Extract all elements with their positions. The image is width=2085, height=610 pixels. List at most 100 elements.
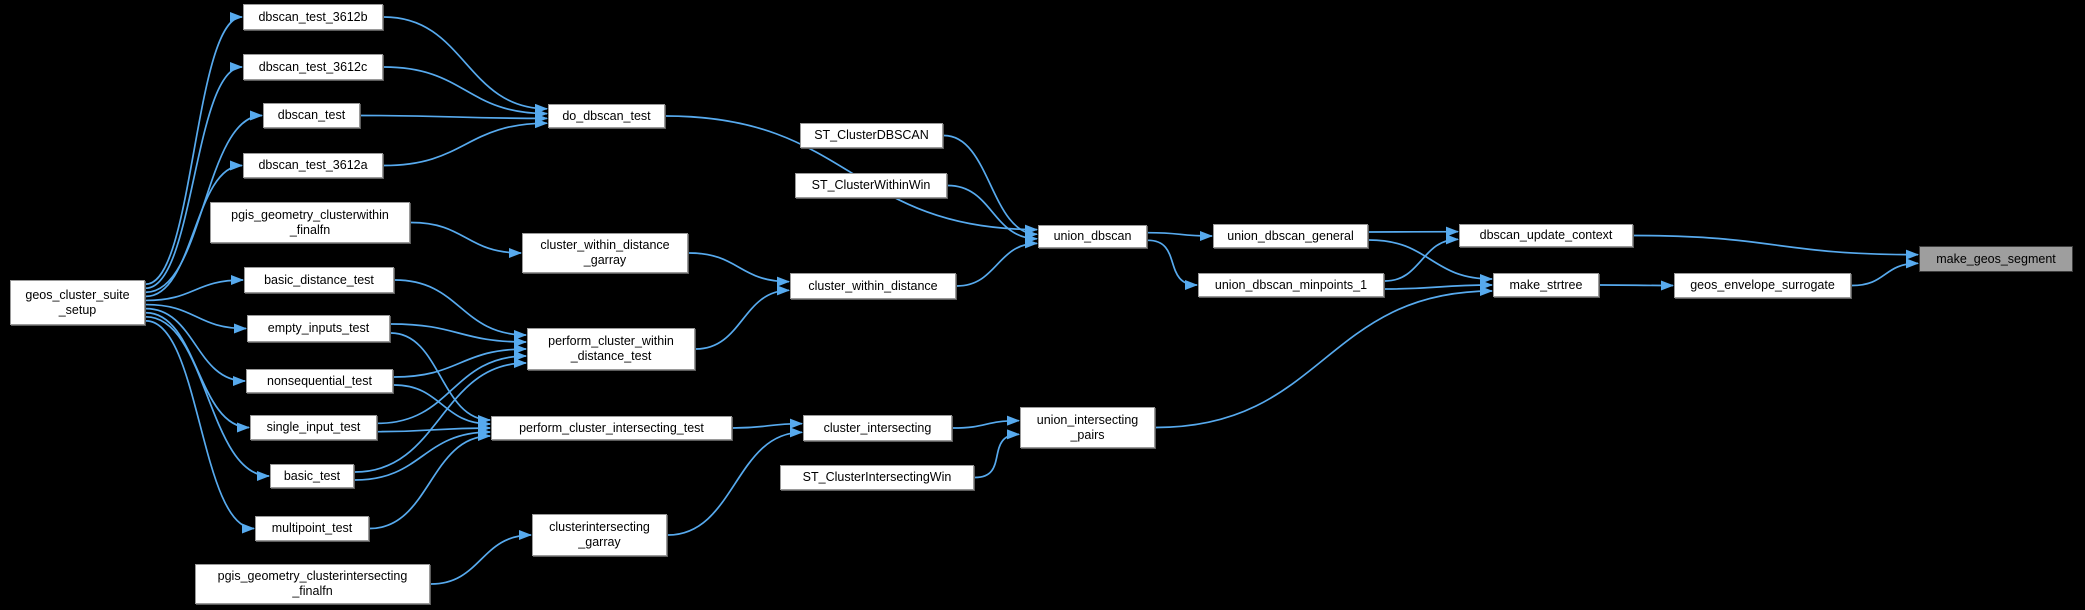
node-make_geos_segment: make_geos_segment (1919, 246, 2073, 272)
node-geos_cluster_suite_setup[interactable]: geos_cluster_suite _setup (10, 280, 145, 325)
node-perform_cluster_intersecting_test[interactable]: perform_cluster_intersecting_test (491, 416, 732, 440)
node-label: cluster_within_distance _garray (540, 238, 670, 267)
node-label: cluster_within_distance (808, 278, 938, 293)
node-label: union_dbscan_minpoints_1 (1214, 277, 1368, 292)
node-label: single_input_test (266, 420, 361, 434)
edge-pgis_geometry_clusterwithin_finalfn-to-cluster_within_distance_garray (410, 221, 522, 258)
node-label: make_geos_segment (1936, 251, 2056, 266)
node-cluster_within_distance[interactable]: cluster_within_distance (790, 273, 956, 299)
node-make_strtree[interactable]: make_strtree (1493, 273, 1599, 297)
edge-union_dbscan-to-union_dbscan_general (1147, 230, 1213, 241)
edge-geos_cluster_suite_setup-to-dbscan_test_3612b (145, 12, 243, 285)
node-basic_test[interactable]: basic_test (270, 464, 354, 488)
node-union_intersecting_pairs[interactable]: union_intersecting _pairs (1020, 407, 1155, 448)
node-perform_cluster_within_distance_test[interactable]: perform_cluster_within _distance_test (527, 328, 695, 370)
node-label: do_dbscan_test (562, 108, 651, 123)
edge-basic_distance_test-to-perform_cluster_within_distance_test (394, 279, 527, 340)
node-empty_inputs_test[interactable]: empty_inputs_test (247, 315, 390, 342)
edge-union_dbscan_general-to-make_strtree (1368, 239, 1493, 284)
edge-nonsequential_test-to-perform_cluster_intersecting_test (393, 384, 491, 429)
edge-union_dbscan-to-union_dbscan_minpoints_1 (1147, 239, 1198, 290)
node-label: clusterintersecting _garray (549, 520, 650, 549)
edge-cluster_intersecting-to-union_intersecting_pairs (952, 415, 1020, 429)
node-label: union_dbscan_general (1227, 228, 1354, 243)
edge-geos_cluster_suite_setup-to-dbscan_test_3612c (145, 62, 243, 290)
edge-ST_ClusterIntersectingWin-to-union_intersecting_pairs (974, 429, 1020, 479)
node-label: dbscan_test_3612b (258, 9, 368, 24)
edge-geos_cluster_suite_setup-to-multipoint_test (145, 320, 255, 534)
node-cluster_within_distance_garray[interactable]: cluster_within_distance _garray (522, 233, 688, 273)
node-label: union_dbscan (1053, 229, 1132, 243)
node-cluster_intersecting[interactable]: cluster_intersecting (803, 415, 952, 441)
node-ST_ClusterDBSCAN[interactable]: ST_ClusterDBSCAN (800, 123, 943, 148)
edge-pgis_geometry_clusterintersecting_finalfn-to-clusterintersecting_garray (430, 530, 532, 585)
edge-geos_cluster_suite_setup-to-nonsequential_test (145, 307, 246, 386)
node-union_dbscan[interactable]: union_dbscan (1038, 225, 1147, 248)
edge-perform_cluster_within_distance_test-to-cluster_within_distance (695, 285, 790, 350)
node-label: basic_distance_test (264, 272, 374, 287)
edge-dbscan_test_3612b-to-do_dbscan_test (383, 16, 548, 114)
edge-basic_test-to-perform_cluster_intersecting_test (354, 427, 491, 481)
node-single_input_test[interactable]: single_input_test (250, 415, 377, 440)
node-dbscan_test_3612b[interactable]: dbscan_test_3612b (243, 4, 383, 30)
edge-geos_cluster_suite_setup-to-dbscan_test_3612a (145, 160, 243, 298)
node-do_dbscan_test[interactable]: do_dbscan_test (548, 104, 665, 128)
node-geos_envelope_surrogate[interactable]: geos_envelope_surrogate (1674, 273, 1851, 298)
node-nonsequential_test[interactable]: nonsequential_test (246, 369, 393, 393)
edge-ST_ClusterDBSCAN-to-union_dbscan (943, 134, 1038, 240)
edge-group (145, 12, 1919, 585)
edge-union_intersecting_pairs-to-make_strtree (1155, 286, 1493, 429)
edge-single_input_test-to-perform_cluster_within_distance_test (377, 351, 527, 425)
node-label: empty_inputs_test (267, 321, 370, 335)
edge-clusterintersecting_garray-to-cluster_intersecting (667, 427, 803, 536)
edge-geos_cluster_suite_setup-to-empty_inputs_test (145, 303, 247, 334)
edge-dbscan_test_3612a-to-do_dbscan_test (383, 118, 548, 167)
node-label: geos_cluster_suite _setup (25, 287, 130, 317)
edge-empty_inputs_test-to-perform_cluster_intersecting_test (390, 332, 491, 425)
node-pgis_geometry_clusterintersecting_finalfn[interactable]: pgis_geometry_clusterintersecting _final… (195, 564, 430, 604)
node-label: perform_cluster_within _distance_test (548, 334, 674, 363)
edge-make_strtree-to-geos_envelope_surrogate (1599, 280, 1674, 291)
node-label: ST_ClusterDBSCAN (814, 128, 929, 142)
edge-single_input_test-to-perform_cluster_intersecting_test (377, 423, 491, 434)
node-union_dbscan_general[interactable]: union_dbscan_general (1213, 224, 1368, 248)
node-dbscan_test[interactable]: dbscan_test (263, 103, 360, 128)
node-label: pgis_geometry_clusterwithin _finalfn (231, 207, 389, 237)
node-dbscan_update_context[interactable]: dbscan_update_context (1459, 224, 1633, 247)
node-label: nonsequential_test (267, 373, 372, 388)
node-clusterintersecting_garray[interactable]: clusterintersecting _garray (532, 514, 667, 556)
node-basic_distance_test[interactable]: basic_distance_test (244, 267, 394, 293)
node-label: ST_ClusterWithinWin (811, 178, 931, 192)
node-label: geos_envelope_surrogate (1690, 278, 1835, 292)
node-multipoint_test[interactable]: multipoint_test (255, 516, 369, 541)
edge-dbscan_test-to-do_dbscan_test (360, 113, 548, 124)
node-label: pgis_geometry_clusterintersecting _final… (217, 569, 408, 598)
node-dbscan_test_3612a[interactable]: dbscan_test_3612a (243, 153, 383, 178)
node-ST_ClusterIntersectingWin[interactable]: ST_ClusterIntersectingWin (780, 465, 974, 490)
node-label: dbscan_test (277, 108, 346, 122)
edge-do_dbscan_test-to-union_dbscan (665, 115, 1038, 235)
node-pgis_geometry_clusterwithin_finalfn[interactable]: pgis_geometry_clusterwithin _finalfn (210, 202, 410, 243)
node-label: dbscan_update_context (1479, 228, 1613, 242)
edge-cluster_within_distance-to-union_dbscan (956, 238, 1038, 287)
node-union_dbscan_minpoints_1[interactable]: union_dbscan_minpoints_1 (1198, 273, 1384, 297)
edge-geos_cluster_suite_setup-to-basic_distance_test (145, 275, 244, 302)
edge-dbscan_update_context-to-make_geos_segment (1633, 234, 1919, 260)
edge-geos_envelope_surrogate-to-make_geos_segment (1851, 258, 1919, 287)
edge-union_dbscan_minpoints_1-to-make_strtree (1384, 280, 1493, 291)
node-label: union_intersecting _pairs (1036, 412, 1139, 442)
node-label: basic_test (283, 468, 341, 483)
edge-basic_test-to-perform_cluster_within_distance_test (354, 358, 527, 473)
node-label: multipoint_test (271, 521, 353, 535)
edge-ST_ClusterWithinWin-to-union_dbscan (947, 184, 1038, 244)
node-label: ST_ClusterIntersectingWin (802, 470, 952, 484)
node-dbscan_test_3612c[interactable]: dbscan_test_3612c (243, 54, 383, 80)
node-label: make_strtree (1509, 277, 1583, 292)
edge-nonsequential_test-to-perform_cluster_within_distance_test (393, 344, 527, 378)
node-label: perform_cluster_intersecting_test (519, 420, 704, 435)
node-ST_ClusterWithinWin[interactable]: ST_ClusterWithinWin (795, 173, 947, 198)
node-label: dbscan_test_3612c (258, 59, 368, 74)
edge-empty_inputs_test-to-perform_cluster_within_distance_test (390, 323, 527, 347)
node-label: dbscan_test_3612a (258, 158, 368, 172)
